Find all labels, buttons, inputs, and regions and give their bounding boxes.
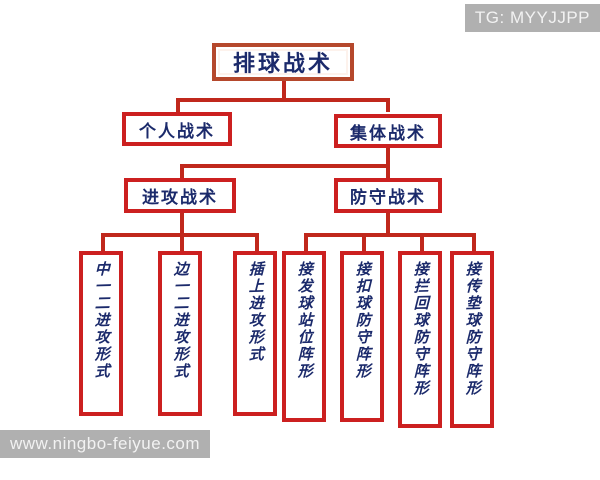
connector-defense-drop-3 <box>420 233 424 251</box>
node-team-tactics-label: 集体战术 <box>350 123 426 143</box>
connector-level3-left-drop <box>180 164 184 178</box>
node-attack-leaf-1[interactable]: 中一二进攻形式 <box>79 251 123 416</box>
watermark-bottom-left-text: www.ningbo-feiyue.com <box>10 434 201 453</box>
connector-defense-drop-1 <box>304 233 308 251</box>
node-attack-leaf-1-label: 中一二进攻形式 <box>92 260 110 381</box>
node-team-tactics[interactable]: 集体战术 <box>334 114 442 148</box>
node-defense-leaf-4[interactable]: 接传垫球防守阵形 <box>450 251 494 428</box>
connector-defense-drop-4 <box>472 233 476 251</box>
node-defense-leaf-1-label: 接发球站位阵形 <box>295 260 313 381</box>
node-attack-leaf-3-label: 插上进攻形式 <box>246 260 264 364</box>
connector-attack-stem <box>180 213 184 235</box>
connector-team-stem <box>386 148 390 168</box>
node-attack-leaf-2-label: 边一二进攻形式 <box>171 260 189 381</box>
connector-level2-right-drop <box>386 98 390 112</box>
connector-defense-stem <box>386 213 390 235</box>
watermark-bottom-left: www.ningbo-feiyue.com <box>0 430 211 458</box>
node-defense-leaf-2[interactable]: 接扣球防守阵形 <box>340 251 384 422</box>
connector-level3-right-drop <box>386 164 390 178</box>
node-root-label: 排球战术 <box>232 51 333 76</box>
connector-level2-left-drop <box>176 98 180 112</box>
node-individual-tactics-label: 个人战术 <box>139 121 215 141</box>
connector-attack-drop-1 <box>101 233 105 251</box>
node-defense-tactics[interactable]: 防守战术 <box>334 178 442 213</box>
node-root-volleyball-tactics[interactable]: 排球战术 <box>212 43 354 81</box>
connector-attack-drop-3 <box>255 233 259 251</box>
node-defense-leaf-3[interactable]: 接拦回球防守阵形 <box>398 251 442 428</box>
connector-defense-bus <box>304 233 476 237</box>
connector-attack-drop-2 <box>180 233 184 251</box>
node-defense-leaf-4-label: 接传垫球防守阵形 <box>463 260 481 398</box>
connector-level3-bus <box>180 164 390 168</box>
node-individual-tactics[interactable]: 个人战术 <box>122 112 232 146</box>
node-attack-leaf-3[interactable]: 插上进攻形式 <box>233 251 277 416</box>
node-defense-leaf-2-label: 接扣球防守阵形 <box>353 260 371 381</box>
watermark-top-right-text: TG: MYYJJPP <box>474 8 590 27</box>
connector-root-stem <box>282 80 286 102</box>
node-defense-tactics-label: 防守战术 <box>350 188 426 207</box>
node-attack-leaf-2[interactable]: 边一二进攻形式 <box>158 251 202 416</box>
node-defense-leaf-3-label: 接拦回球防守阵形 <box>411 260 429 398</box>
node-defense-leaf-1[interactable]: 接发球站位阵形 <box>282 251 326 422</box>
connector-level2-bus <box>176 98 390 102</box>
watermark-top-right: TG: MYYJJPP <box>464 4 600 32</box>
node-attack-tactics[interactable]: 进攻战术 <box>124 178 236 213</box>
connector-defense-drop-2 <box>362 233 366 251</box>
node-attack-tactics-label: 进攻战术 <box>142 188 218 207</box>
